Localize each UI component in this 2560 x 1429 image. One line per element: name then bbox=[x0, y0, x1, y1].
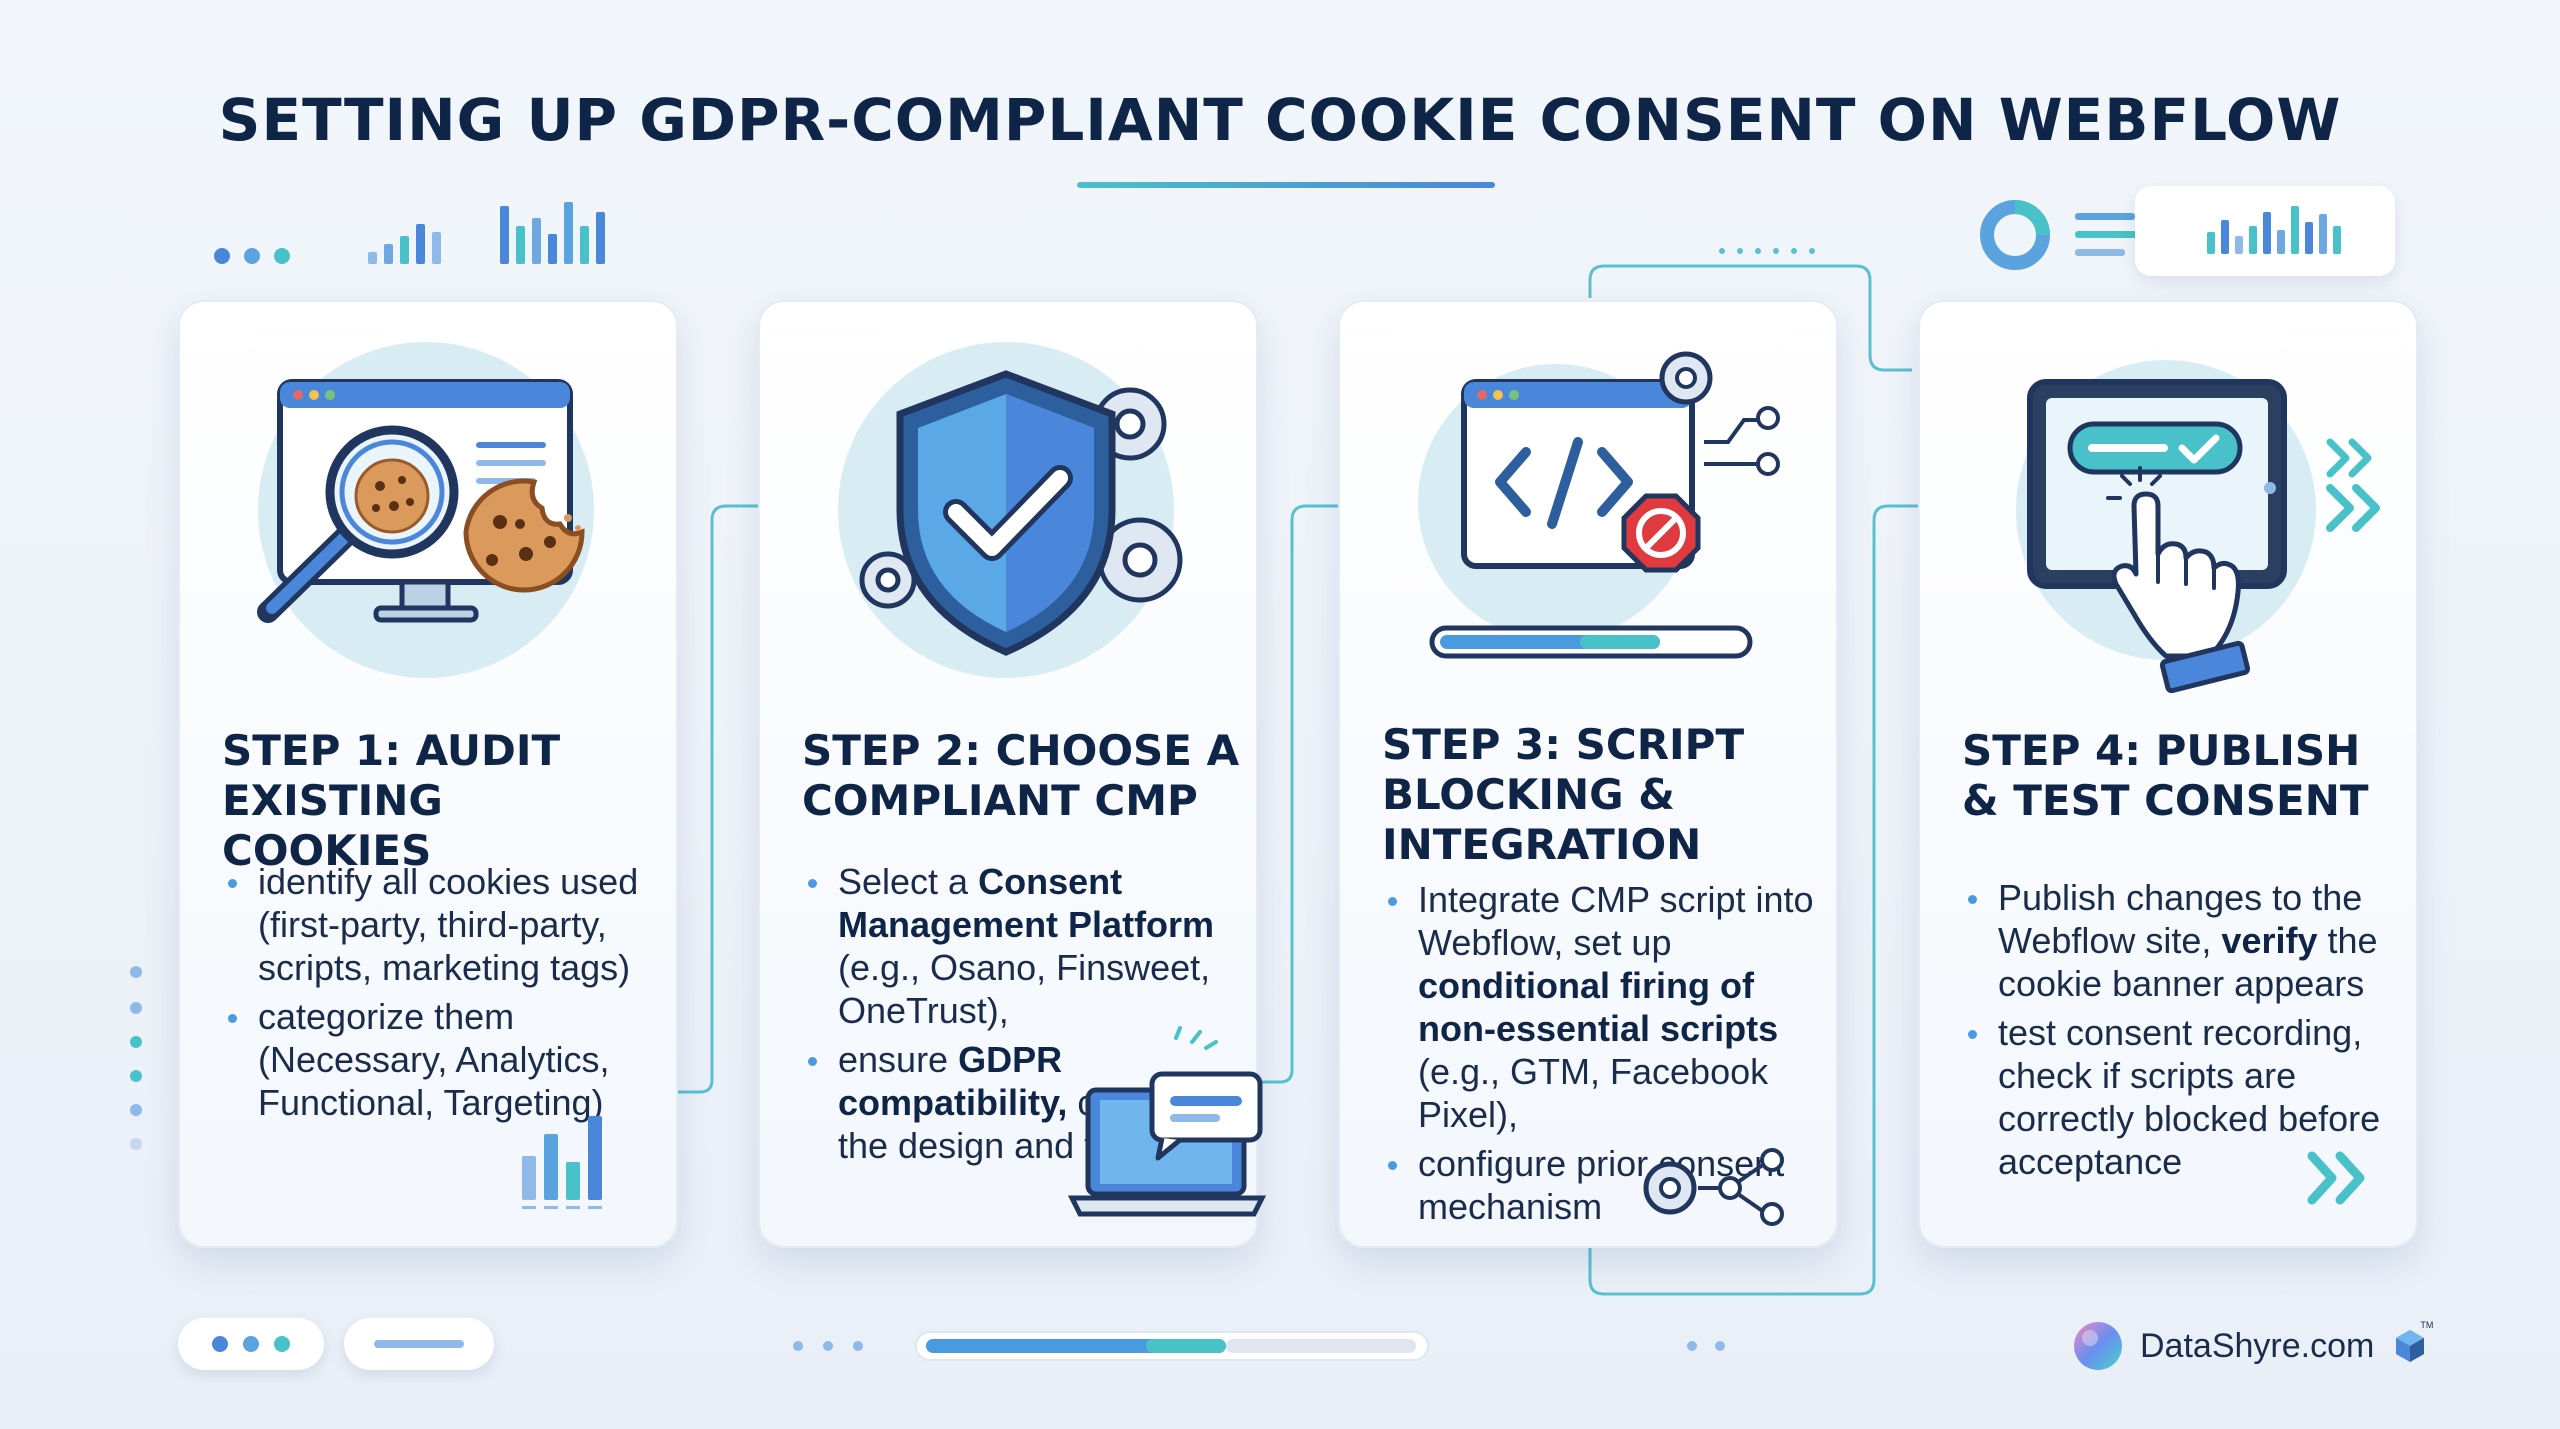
blocked-sign-icon bbox=[1621, 493, 1701, 573]
step-bullets: Integrate CMP script into Webflow, set u… bbox=[1382, 878, 1822, 1234]
brand-cube-icon: TM bbox=[2388, 1320, 2433, 1368]
step-card-1: STEP 1: AUDIT EXISTING COOKIES identify … bbox=[178, 300, 678, 1248]
chevron-right-icon bbox=[2307, 1151, 2365, 1205]
step-bullet: identify all cookies used (first-party, … bbox=[222, 860, 662, 989]
cookie-audit-icon bbox=[180, 302, 676, 712]
step-bullets: identify all cookies used (first-party, … bbox=[222, 860, 662, 1130]
bottom-progress-bar bbox=[793, 1331, 1725, 1361]
brand-logo: DataShyre.com TM bbox=[2070, 1318, 2433, 1374]
bullet-text: (e.g., Osano, Finsweet, OneTrust), bbox=[838, 947, 1211, 1031]
brand-orb-icon bbox=[2074, 1322, 2122, 1370]
bullet-text: Integrate CMP script into Webflow, set u… bbox=[1418, 879, 1814, 963]
bullet-text: categorize them (Necessary, Analytics, F… bbox=[258, 996, 610, 1123]
bullet-text: (e.g., GTM, Facebook Pixel), bbox=[1418, 1051, 1769, 1135]
step-title: STEP 1: AUDIT EXISTING COOKIES bbox=[222, 726, 561, 875]
decorative-widgets-top-right bbox=[1980, 200, 2155, 270]
mini-bar-chart-widget bbox=[2135, 186, 2395, 276]
step-card-4: STEP 4: PUBLISH & TEST CONSENT Publish c… bbox=[1918, 300, 2418, 1248]
dots-pill bbox=[178, 1318, 324, 1370]
step-title: STEP 3: SCRIPT BLOCKING & INTEGRATION bbox=[1382, 720, 1745, 869]
brand-name: DataShyre.com bbox=[2140, 1326, 2375, 1365]
chevron-right-icon bbox=[2326, 438, 2380, 532]
step-bullet: test consent recording, check if scripts… bbox=[1962, 1011, 2402, 1183]
shield-check-icon bbox=[760, 302, 1256, 712]
step-bullet: Publish changes to the Webflow site, ver… bbox=[1962, 876, 2402, 1005]
code-block-icon bbox=[1340, 302, 1836, 712]
step-bullets: Publish changes to the Webflow site, ver… bbox=[1962, 876, 2402, 1189]
tablet-tap-icon bbox=[1920, 302, 2416, 712]
step-bullet: configure prior consent mechanism bbox=[1382, 1142, 1822, 1228]
step-title: STEP 2: CHOOSE A COMPLIANT CMP bbox=[802, 726, 1240, 825]
bullet-text-bold: GDPR compatibility, bbox=[838, 1039, 1068, 1123]
bullet-text: test consent recording, check if scripts… bbox=[1998, 1012, 2381, 1182]
progress-bar bbox=[1429, 625, 1753, 659]
bullet-text-bold: conditional firing of non-essential scri… bbox=[1418, 965, 1779, 1049]
small-bar-chart-icon bbox=[522, 1116, 602, 1209]
step-bullet: Integrate CMP script into Webflow, set u… bbox=[1382, 878, 1822, 1136]
step-bullet: Select a Consent Management Platform (e.… bbox=[802, 860, 1242, 1032]
bullet-text: ensure bbox=[838, 1039, 959, 1080]
bullet-text-bold: verify bbox=[2221, 920, 2318, 961]
step-bullets: Select a Consent Management Platform (e.… bbox=[802, 860, 1242, 1173]
bullet-text: configure prior consent mechanism bbox=[1418, 1143, 1785, 1227]
gear-icon bbox=[1659, 351, 1713, 405]
step-bullet: categorize them (Necessary, Analytics, F… bbox=[222, 995, 662, 1124]
bullet-text: Select a bbox=[838, 861, 979, 902]
step-card-2: STEP 2: CHOOSE A COMPLIANT CMP Select a … bbox=[758, 300, 1267, 1248]
decorative-bars-top-left bbox=[214, 202, 605, 264]
step-title: STEP 4: PUBLISH & TEST CONSENT bbox=[1962, 726, 2369, 825]
page-title: SETTING UP GDPR-COMPLIANT COOKIE CONSENT… bbox=[218, 86, 2342, 154]
bullet-text: the cookie banner appears bbox=[1998, 920, 2378, 1004]
gear-share-icon bbox=[1643, 1148, 1784, 1226]
title-underline bbox=[1077, 182, 1495, 188]
step-card-3: STEP 3: SCRIPT BLOCKING & INTEGRATION In… bbox=[1338, 300, 1838, 1248]
bullet-text: identify all cookies used (first-party, … bbox=[258, 861, 639, 988]
trademark: TM bbox=[2420, 1320, 2434, 1330]
laptop-chat-icon bbox=[1067, 1026, 1267, 1217]
bullet-text: Publish changes to the Webflow site, bbox=[1998, 877, 2363, 961]
bullet-text-bold: Consent Management Platform bbox=[838, 861, 1215, 945]
line-pill bbox=[344, 1318, 494, 1370]
